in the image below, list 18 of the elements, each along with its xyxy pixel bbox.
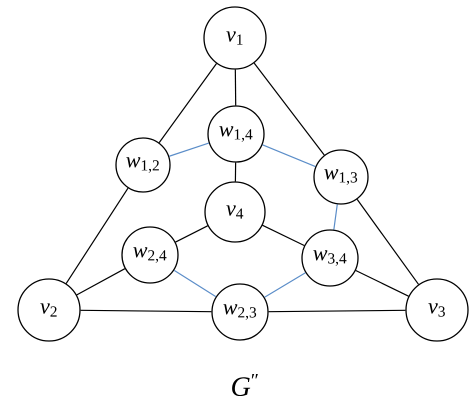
edge-line [234, 162, 236, 182]
edge-line [254, 62, 325, 156]
edge-line [169, 142, 210, 157]
edge-line [268, 310, 406, 312]
edge-line [158, 63, 217, 143]
caption: G$^{″}$ [232, 374, 258, 396]
edge-line [80, 310, 212, 312]
edge-line [76, 268, 126, 296]
edge-line [356, 199, 419, 285]
edge-line [262, 144, 316, 168]
edge-line [175, 225, 208, 243]
edge-line [174, 270, 216, 298]
edge-line [264, 272, 306, 298]
edge-line [66, 188, 128, 284]
edge-line [333, 204, 338, 230]
edge-line [262, 224, 304, 246]
edge-line [356, 270, 409, 297]
edge-line [234, 70, 236, 106]
